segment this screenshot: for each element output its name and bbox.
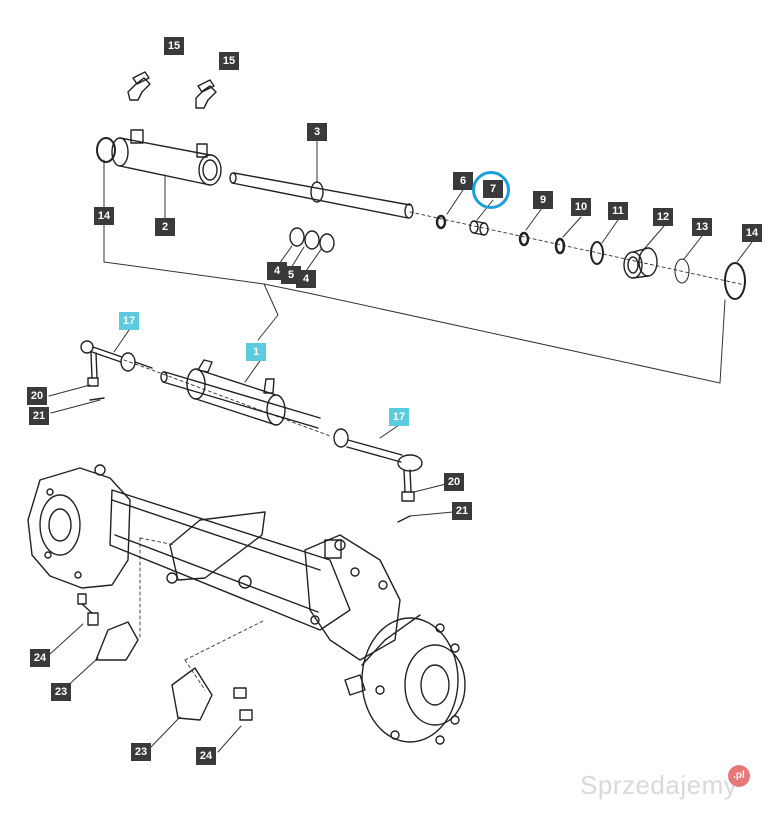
cotter-pin-21-left — [89, 397, 105, 401]
callout-23-right: 23 — [131, 743, 151, 761]
banjo-fitting-right-15 — [195, 79, 217, 109]
callout-15-left: 15 — [164, 37, 184, 55]
callout-11: 11 — [608, 202, 628, 220]
callout-13: 13 — [692, 218, 712, 236]
callout-6: 6 — [453, 172, 473, 190]
callout-4-right: 4 — [296, 270, 316, 288]
callout-7: 7 — [483, 180, 503, 198]
seal-10 — [554, 237, 566, 255]
callout-21-right: 21 — [452, 502, 472, 520]
callout-24-right: 24 — [196, 747, 216, 765]
gasket-23-right — [171, 667, 213, 721]
gasket-23-left — [95, 621, 139, 661]
snap-ring-13 — [674, 258, 690, 284]
callout-24-left: 24 — [30, 649, 50, 667]
seal-11 — [590, 241, 604, 265]
callout-2: 2 — [155, 218, 175, 236]
callout-23-left: 23 — [51, 683, 71, 701]
o-ring-14-right — [724, 262, 746, 300]
callout-21-left: 21 — [29, 407, 49, 425]
highlight-ring — [472, 171, 510, 209]
steering-cylinder-assembly-1 — [160, 359, 321, 429]
tie-rod-end-left-17 — [80, 340, 153, 379]
castle-nut-20-left — [87, 377, 99, 387]
assembly-dashed-lines — [123, 211, 746, 691]
bolt-24-left — [77, 593, 99, 626]
bolt-24-right — [233, 687, 253, 721]
callout-20-left: 20 — [27, 387, 47, 405]
seal-6 — [435, 214, 447, 230]
callout-12: 12 — [653, 208, 673, 226]
o-ring-14-left — [96, 137, 116, 163]
castle-nut-20-right — [401, 491, 415, 502]
callout-20-right: 20 — [444, 473, 464, 491]
seal-9 — [518, 231, 530, 247]
o-rings-4-5-4 — [289, 227, 335, 253]
callout-14-right: 14 — [742, 224, 762, 242]
callout-14-left: 14 — [94, 207, 114, 225]
banjo-fitting-left-15 — [127, 71, 151, 101]
watermark-text: Sprzedajemy — [580, 770, 738, 800]
callout-17-right: 17 — [389, 408, 409, 426]
callout-3: 3 — [307, 123, 327, 141]
leader-lines — [48, 139, 753, 753]
watermark-badge: .pl — [728, 765, 750, 787]
cylinder-tube-2 — [111, 129, 222, 186]
cotter-pin-21-right — [397, 515, 411, 523]
callout-15-right: 15 — [219, 52, 239, 70]
piston-rod-3 — [229, 172, 414, 219]
front-axle-housing — [27, 464, 466, 745]
bushing-7 — [469, 220, 489, 236]
callout-9: 9 — [533, 191, 553, 209]
callout-1: 1 — [246, 343, 266, 361]
gland-nut-12 — [623, 247, 658, 279]
callout-10: 10 — [571, 198, 591, 216]
callout-17-left: 17 — [119, 312, 139, 330]
tie-rod-end-right-17 — [333, 428, 423, 493]
